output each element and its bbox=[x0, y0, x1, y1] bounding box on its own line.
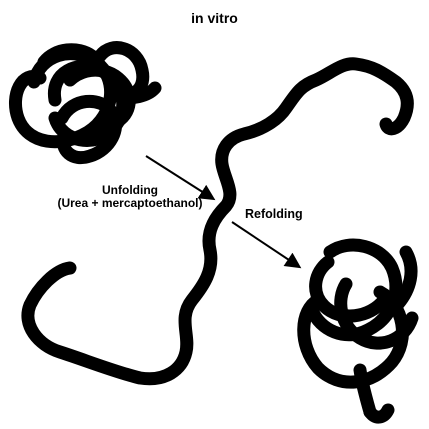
unfolding-label-line2: (Urea + mercaptoethanol) bbox=[50, 197, 210, 210]
unfolding-label: Unfolding (Urea + mercaptoethanol) bbox=[50, 184, 210, 210]
refolding-label: Refolding bbox=[245, 208, 303, 222]
diagram-title: in vitro bbox=[0, 11, 429, 26]
refolded-protein-bottom-right bbox=[304, 245, 412, 417]
refolding-arrow bbox=[232, 222, 298, 266]
folded-protein-top-left bbox=[15, 48, 155, 158]
